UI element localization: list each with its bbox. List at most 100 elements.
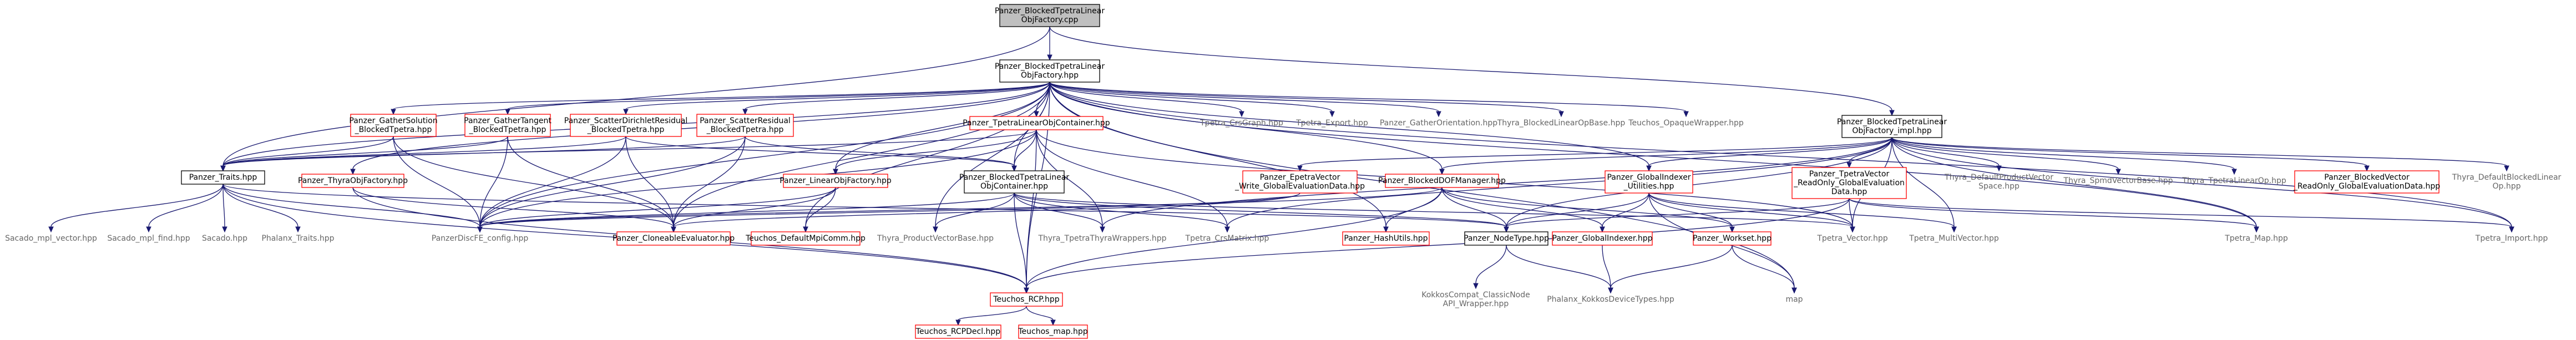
node-epetravec[interactable]: Panzer_EpetraVector_Write_GlobalEvaluati… bbox=[1234, 170, 1365, 194]
node-label: _BlockedTpetra.hpp bbox=[587, 125, 665, 134]
node-workset[interactable]: Panzer_Workset.hpp bbox=[1693, 231, 1772, 246]
node-gidutil[interactable]: Panzer_GlobalIndexer_Utilities.hpp bbox=[1605, 170, 1693, 194]
node-label: Panzer_TpetraLinearObjContainer.hpp bbox=[963, 119, 1110, 128]
node-nodetype[interactable]: Panzer_NodeType.hpp bbox=[1464, 231, 1549, 246]
edge-impl-bdofmgr bbox=[1439, 137, 1892, 175]
edge-tplocc-traits bbox=[220, 129, 1037, 172]
node-timport: Tpetra_Import.hpp bbox=[2475, 234, 2548, 243]
edge-layer bbox=[48, 26, 2514, 326]
edge-impl-epetravec bbox=[1297, 137, 1892, 172]
edge-impl-dblo bbox=[1891, 137, 2509, 172]
node-box bbox=[1605, 170, 1693, 194]
node-label: Panzer_Traits.hpp bbox=[189, 173, 257, 182]
node-opaque: Teuchos_OpaqueWrapper.hpp bbox=[1628, 119, 1744, 128]
node-mpicomm[interactable]: Teuchos_DefaultMpiComm.hpp bbox=[745, 231, 866, 246]
node-export: Tpetra_Export.hpp bbox=[1295, 119, 1368, 128]
node-label: Thyra_ProductVectorBase.hpp bbox=[877, 234, 994, 243]
edge-impl-spmdvs bbox=[1891, 137, 2121, 175]
node-label: Panzer_NodeType.hpp bbox=[1464, 234, 1549, 243]
edge-hpp-scatterres bbox=[742, 82, 1050, 115]
node-btploc[interactable]: Panzer_BlockedTpetraLinearObjContainer.h… bbox=[959, 170, 1069, 194]
node-tmap2[interactable]: Teuchos_map.hpp bbox=[1018, 324, 1088, 339]
node-crsmatrix: Tpetra_CrsMatrix.hpp bbox=[1185, 234, 1269, 243]
node-ttw: Thyra_TpetraThyraWrappers.hpp bbox=[1038, 234, 1166, 243]
node-sacfind: Sacado_mpl_find.hpp bbox=[107, 234, 190, 243]
node-thyraobj[interactable]: Panzer_ThyraObjFactory.hpp bbox=[298, 174, 408, 188]
node-label: Sacado.hpp bbox=[202, 234, 247, 243]
node-box bbox=[1464, 231, 1548, 246]
edge-traits-phalanx bbox=[222, 184, 301, 233]
node-label: Tpetra_Import.hpp bbox=[2475, 234, 2548, 243]
node-crsgraph: Tpetra_CrsGraph.hpp bbox=[1200, 119, 1283, 128]
node-label: Thyra_DefaultBlockedLinear bbox=[2452, 173, 2562, 182]
node-gindexer[interactable]: Panzer_GlobalIndexer.hpp bbox=[1552, 231, 1653, 246]
node-label: Panzer_HashUtils.hpp bbox=[1344, 234, 1428, 243]
node-box bbox=[783, 174, 888, 188]
edge-hpp-scatterdir bbox=[623, 82, 1050, 115]
node-label: Op.hpp bbox=[2492, 182, 2521, 191]
node-label: Panzer_BlockedTpetraLinear bbox=[995, 7, 1105, 16]
node-gathertan[interactable]: Panzer_GatherTangent_BlockedTpetra.hpp bbox=[464, 114, 551, 137]
node-label: _BlockedTpetra.hpp bbox=[355, 125, 432, 134]
node-label: Tpetra_Export.hpp bbox=[1295, 119, 1368, 128]
node-scatterres[interactable]: Panzer_ScatterResidual_BlockedTpetra.hpp bbox=[696, 114, 794, 137]
node-label: ObjContainer.hpp bbox=[980, 182, 1048, 191]
edge-tplocc-rcp bbox=[1024, 129, 1037, 294]
node-label: map bbox=[1785, 295, 1803, 304]
node-bdofmgr[interactable]: Panzer_BlockedDOFManager.hpp bbox=[1378, 174, 1506, 188]
node-box bbox=[915, 324, 1001, 339]
node-label: Tpetra_Vector.hpp bbox=[1816, 234, 1887, 243]
node-box bbox=[964, 170, 1065, 194]
node-config: PanzerDiscFE_config.hpp bbox=[432, 234, 529, 243]
node-gatherorient: Panzer_GatherOrientation.hpp bbox=[1380, 119, 1497, 128]
node-label: _BlockedTpetra.hpp bbox=[706, 125, 784, 134]
node-scatterdir[interactable]: Panzer_ScatterDirichletResidual_BlockedT… bbox=[564, 114, 688, 137]
node-tmap: Tpetra_Map.hpp bbox=[2224, 234, 2288, 243]
node-box bbox=[301, 174, 404, 188]
node-label: Space.hpp bbox=[1978, 182, 2020, 191]
node-label: Panzer_TpetraVector bbox=[1809, 170, 1890, 179]
node-label: Sacado_mpl_vector.hpp bbox=[5, 234, 97, 243]
edge-scatterres-config bbox=[477, 136, 746, 233]
edge-impl-tplinop bbox=[1891, 137, 2237, 175]
node-phkdt: Phalanx_KokkosDeviceTypes.hpp bbox=[1547, 295, 1674, 304]
node-label: Panzer_CloneableEvaluator.hpp bbox=[613, 234, 735, 243]
node-tvec: Tpetra_Vector.hpp bbox=[1816, 234, 1887, 243]
node-label: ObjFactory.cpp bbox=[1021, 16, 1079, 24]
node-label: Panzer_ScatterDirichletResidual bbox=[564, 116, 688, 125]
node-gathersol[interactable]: Panzer_GatherSolution_BlockedTpetra.hpp bbox=[349, 114, 438, 137]
node-rcp[interactable]: Teuchos_RCP.hpp bbox=[990, 292, 1063, 307]
node-hashutils[interactable]: Panzer_HashUtils.hpp bbox=[1342, 231, 1430, 246]
node-label: Teuchos_DefaultMpiComm.hpp bbox=[745, 234, 866, 243]
node-box bbox=[1693, 231, 1772, 246]
node-box bbox=[1342, 231, 1430, 246]
node-bvecro[interactable]: Panzer_BlockedVector_ReadOnly_GlobalEval… bbox=[2293, 170, 2440, 194]
edge-hpp-opaque bbox=[1049, 82, 1689, 118]
edge-workset-map bbox=[1732, 245, 1797, 294]
node-cloneable[interactable]: Panzer_CloneableEvaluator.hpp bbox=[613, 231, 735, 246]
node-label: _BlockedTpetra.hpp bbox=[469, 125, 546, 134]
node-traits[interactable]: Panzer_Traits.hpp bbox=[181, 170, 265, 185]
node-label: Sacado_mpl_find.hpp bbox=[107, 234, 190, 243]
edge-cpp-hpp bbox=[1047, 27, 1052, 61]
node-rcpdecl[interactable]: Teuchos_RCPDecl.hpp bbox=[915, 324, 1001, 339]
edge-nodetype-phkdt bbox=[1506, 245, 1613, 294]
node-impl[interactable]: Panzer_BlockedTpetraLinearObjFactory_imp… bbox=[1837, 115, 1947, 138]
node-sacado: Sacado.hpp bbox=[202, 234, 247, 243]
node-label: _Write_GlobalEvaluationData.hpp bbox=[1234, 182, 1365, 191]
node-label: Panzer_ScatterResidual bbox=[700, 116, 791, 125]
node-label: API_Wrapper.hpp bbox=[1443, 300, 1509, 308]
node-label: Phalanx_KokkosDeviceTypes.hpp bbox=[1547, 295, 1674, 304]
node-tplocc[interactable]: Panzer_TpetraLinearObjContainer.hpp bbox=[963, 116, 1110, 130]
edge-tpetravecro-tmap bbox=[1849, 198, 2259, 233]
node-linobjfac[interactable]: Panzer_LinearObjFactory.hpp bbox=[780, 174, 892, 188]
node-box bbox=[696, 114, 794, 137]
node-label: Panzer_BlockedTpetraLinear bbox=[1837, 118, 1947, 126]
node-sacvec: Sacado_mpl_vector.hpp bbox=[5, 234, 97, 243]
node-tpetravecro[interactable]: Panzer_TpetraVector_ReadOnly_GlobalEvalu… bbox=[1791, 167, 1907, 199]
node-box bbox=[570, 114, 682, 137]
node-label: _ReadOnly_GlobalEvaluation bbox=[1793, 179, 1905, 187]
